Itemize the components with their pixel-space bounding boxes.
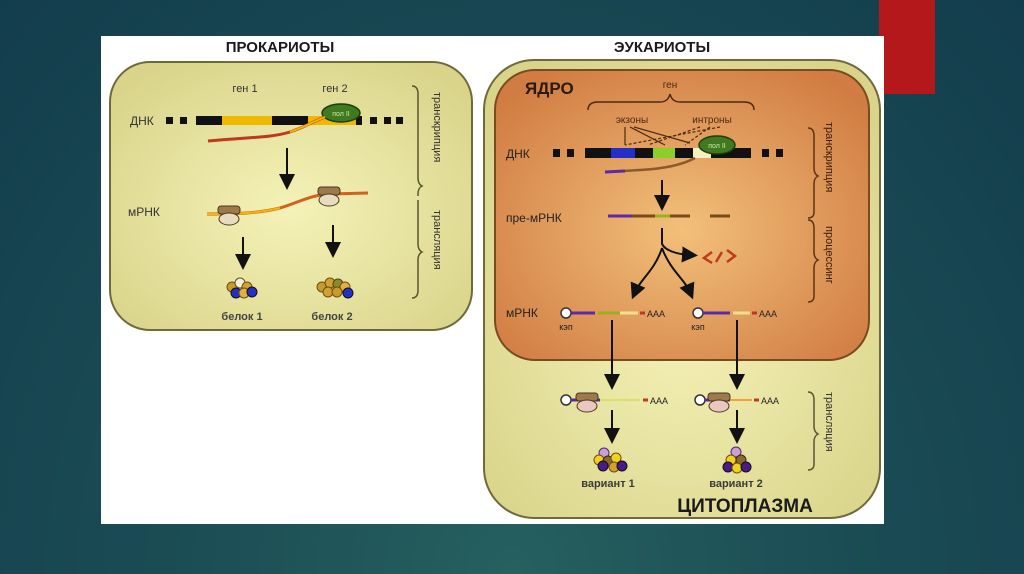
arrow-splice-variant-1	[630, 247, 663, 300]
ribosome-2	[317, 186, 341, 207]
cytoplasm-label: ЦИТОПЛАЗМА	[677, 496, 813, 517]
protein-1-icon	[226, 277, 258, 299]
gene2-label: ген 2	[322, 83, 347, 95]
brace-euk-translation	[807, 391, 820, 471]
protein-2-icon	[316, 277, 354, 299]
gene-brace	[587, 93, 755, 111]
exon-3	[693, 148, 711, 158]
eukaryote-dna-strand	[553, 148, 783, 158]
svg-text:AAA: AAA	[650, 396, 668, 406]
eukaryote-polymerase: пол II	[698, 135, 736, 155]
eukaryote-nascent-rna	[604, 156, 696, 174]
svg-text:пол II: пол II	[332, 111, 350, 118]
ribosome-1	[217, 205, 241, 226]
protein-variant-1-icon	[593, 447, 628, 473]
excised-introns-icon	[701, 249, 738, 265]
brace-euk-transcription	[807, 127, 820, 219]
gene1-segment	[222, 116, 272, 125]
euk-dna-label: ДНК	[506, 147, 530, 161]
variant-2-label: вариант 2	[709, 478, 763, 490]
euk-stage-translation-label: трансляция	[823, 392, 835, 452]
nucleus-label: ЯДРО	[525, 79, 574, 98]
svg-text:AAA: AAA	[761, 396, 779, 406]
prokaryote-polymerase: пол II	[321, 103, 361, 123]
mrna-label: мРНК	[128, 205, 160, 219]
euk-stage-transcription-label: транскрипция	[823, 122, 835, 192]
variant-1-label: вариант 1	[581, 478, 635, 490]
prokaryote-cell	[109, 61, 473, 331]
dna-label: ДНК	[130, 114, 154, 128]
exon-pointer-lines	[624, 126, 721, 146]
brace-euk-processing	[807, 219, 820, 303]
eukaryotes-title: ЭУКАРИОТЫ	[614, 39, 710, 56]
svg-text:AAA: AAA	[759, 309, 777, 319]
exons-label: экзоны	[616, 115, 648, 126]
svg-text:AAA: AAA	[647, 309, 665, 319]
protein-1-label: белок 1	[221, 311, 262, 323]
mrna-variant-1: AAA	[560, 307, 665, 319]
arrow-to-introns	[661, 228, 698, 263]
exon-1	[611, 148, 635, 158]
mrna-variant-2: AAA	[692, 307, 777, 319]
introns-label: интроны	[692, 115, 732, 126]
brace-transcription	[411, 85, 424, 196]
gene1-label: ген 1	[232, 83, 257, 95]
svg-text:пол II: пол II	[708, 143, 726, 150]
gene-label: ген	[663, 80, 678, 91]
stage-transcription-label: транскрипция	[431, 92, 443, 162]
stage-translation-label: трансляция	[431, 210, 443, 270]
cap-label-2: кэп	[691, 322, 705, 332]
translating-mrna-1: AAA	[560, 392, 668, 413]
cap-label-1: кэп	[559, 322, 573, 332]
euk-mrna-label: мРНК	[506, 306, 538, 320]
translating-mrna-2: AAA	[694, 392, 779, 413]
protein-2-label: белок 2	[311, 311, 352, 323]
euk-stage-processing-label: процессинг	[823, 226, 835, 284]
pre-mrna-label: пре-мРНК	[506, 211, 562, 225]
protein-variant-2-icon	[722, 446, 752, 474]
brace-translation	[411, 200, 424, 299]
slide-accent-bar	[879, 0, 935, 94]
arrow-splice-variant-2	[661, 247, 695, 300]
prokaryotes-title: ПРОКАРИОТЫ	[226, 39, 335, 56]
exon-2	[653, 148, 675, 158]
